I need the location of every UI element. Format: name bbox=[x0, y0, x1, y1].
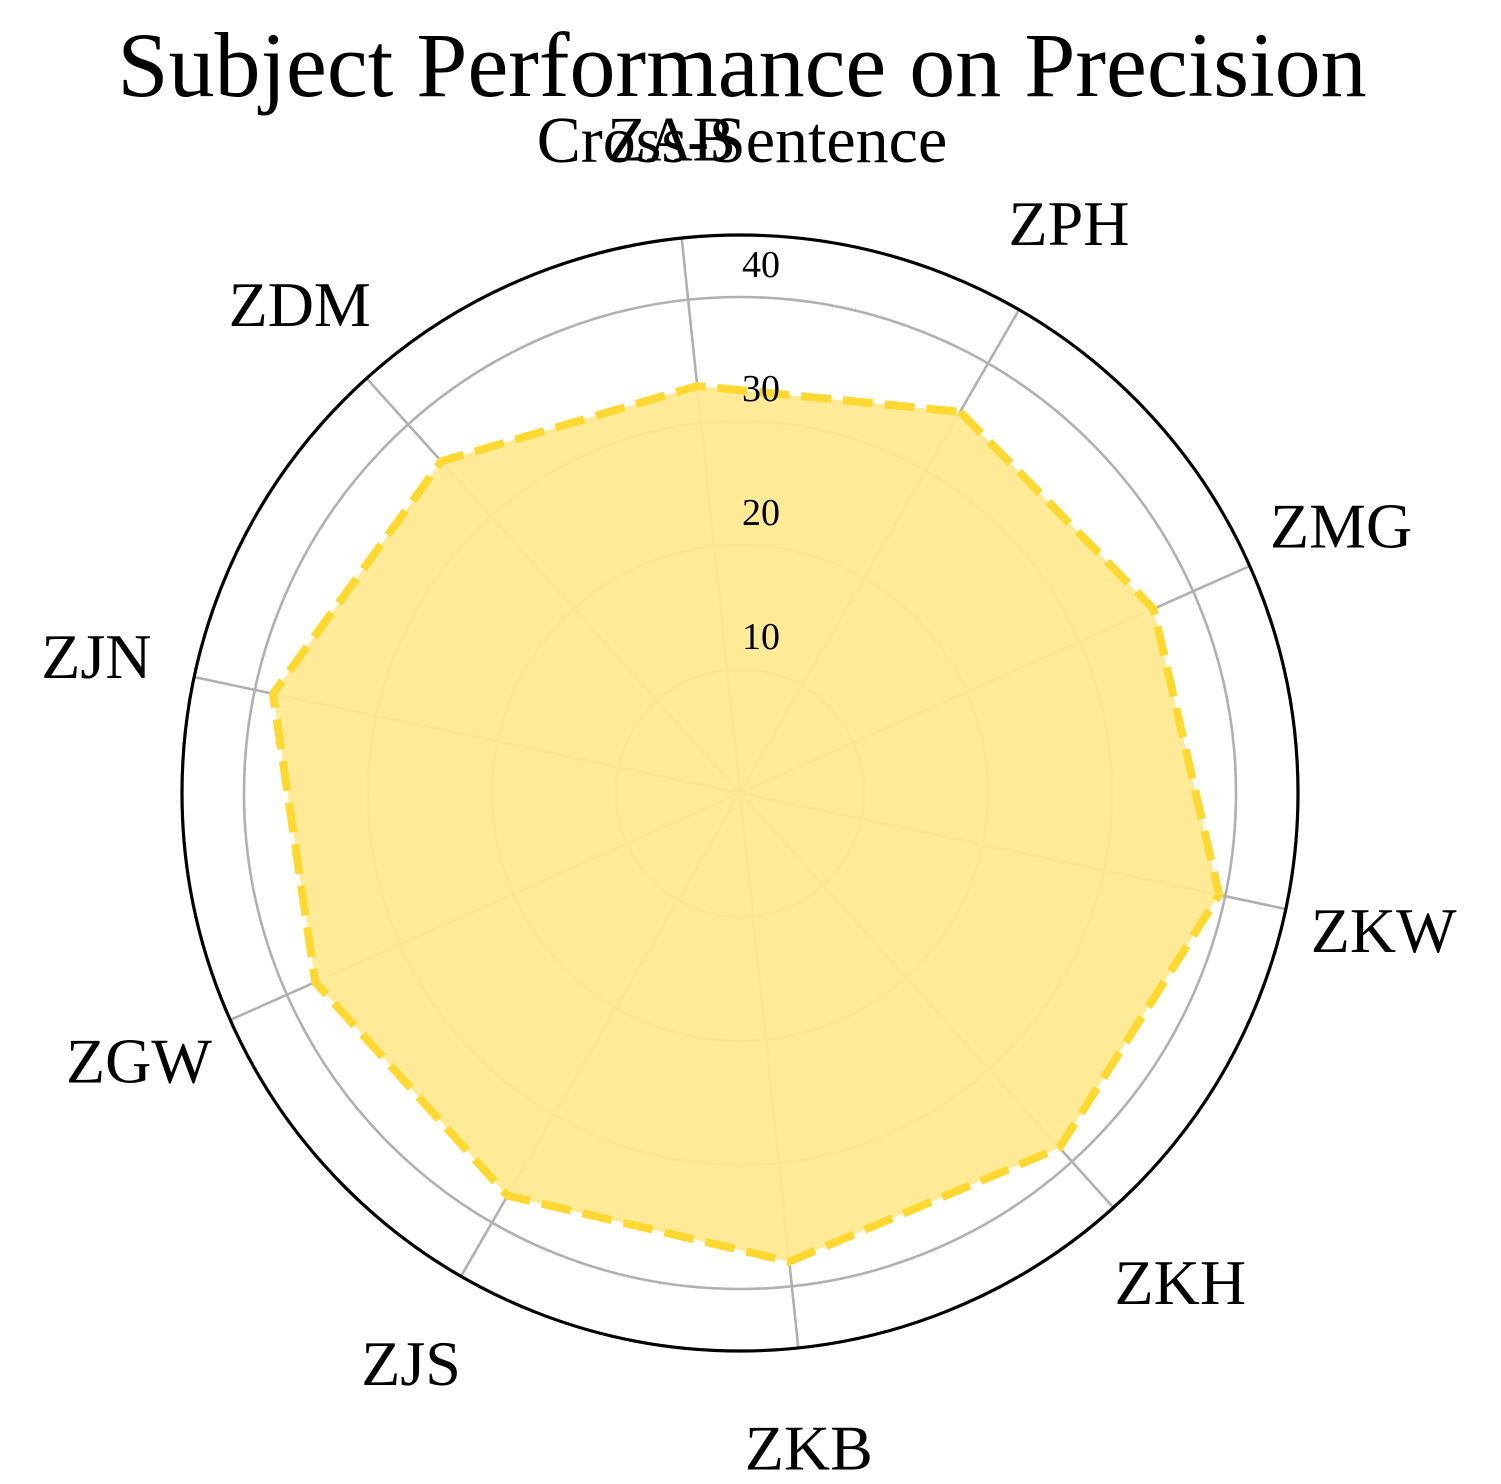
data-layer bbox=[180, 233, 1300, 1353]
category-label-zdm: ZDM bbox=[229, 269, 371, 340]
grid-circle-40 bbox=[242, 295, 1238, 1291]
outer-boundary bbox=[180, 233, 1300, 1353]
category-label-zmg: ZMG bbox=[1270, 490, 1412, 561]
category-label-zkb: ZKB bbox=[745, 1412, 873, 1483]
chart-subtitle: Cross-Sentence bbox=[537, 104, 948, 177]
category-label-zph: ZPH bbox=[1009, 188, 1130, 259]
tick-label-20: 20 bbox=[742, 492, 780, 534]
tick-label-30: 30 bbox=[742, 368, 780, 410]
series-area bbox=[273, 386, 1220, 1262]
series-line bbox=[268, 381, 1224, 1266]
category-label-zkh: ZKH bbox=[1115, 1247, 1247, 1318]
radial-tick-labels: 10 20 30 40 bbox=[742, 244, 780, 658]
tick-label-40: 40 bbox=[742, 244, 780, 286]
category-labels: ZPH ZMG ZKW ZKH ZKB ZJS ZGW ZJN ZDM ZAB bbox=[41, 104, 1457, 1484]
category-label-zab: ZAB bbox=[607, 104, 735, 175]
category-label-zjn: ZJN bbox=[41, 621, 151, 692]
chart-title: Subject Performance on Precision bbox=[117, 14, 1366, 116]
tick-label-10: 10 bbox=[742, 616, 780, 658]
category-label-zkw: ZKW bbox=[1311, 895, 1457, 966]
category-label-zgw: ZGW bbox=[66, 1026, 212, 1097]
category-label-zjs: ZJS bbox=[361, 1328, 461, 1399]
